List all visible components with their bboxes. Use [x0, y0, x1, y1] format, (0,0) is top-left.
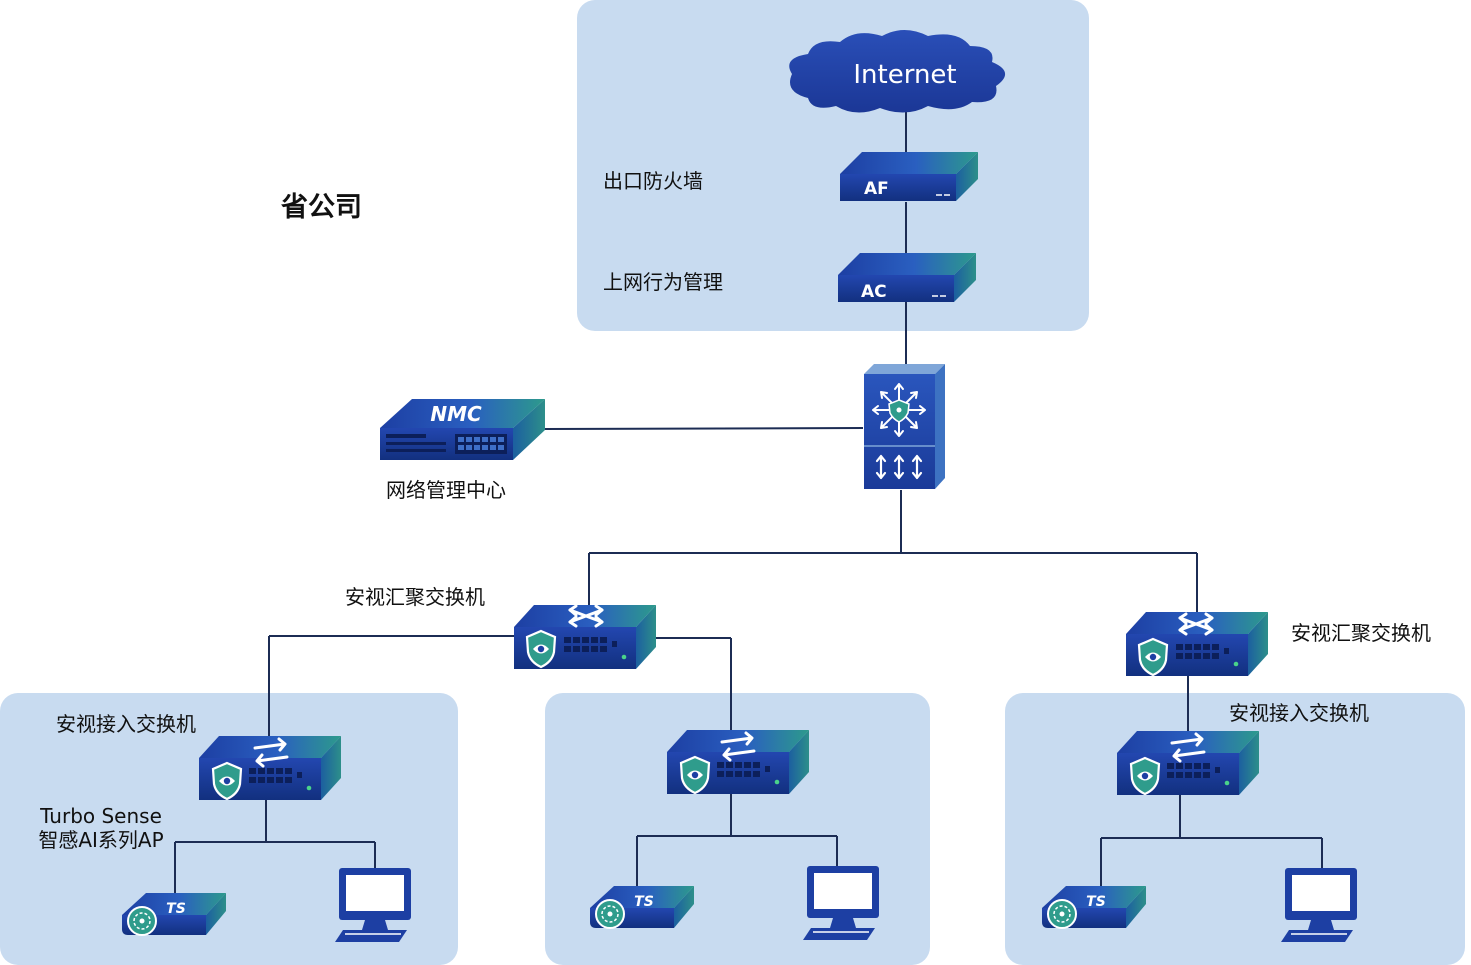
- access-switch-middle-icon: [667, 730, 809, 795]
- firewall-label: 出口防火墙: [603, 169, 703, 193]
- internet-label: Internet: [853, 60, 956, 90]
- ap-right-badge: TS: [1086, 894, 1106, 910]
- pc-left-icon: [334, 867, 412, 943]
- diagram-title: 省公司: [281, 192, 362, 223]
- aggregation-switch-left-icon: [514, 604, 656, 669]
- ap-middle-badge: TS: [634, 894, 654, 910]
- access-switch-right-label: 安视接入交换机: [1229, 701, 1369, 725]
- behavior-management-badge: AC: [861, 282, 887, 302]
- pc-right-icon: [1280, 867, 1358, 943]
- connection-lines: [174, 108, 1323, 893]
- aggregation-switch-left-label: 安视汇聚交换机: [345, 585, 485, 609]
- nmc-badge: NMC: [430, 402, 482, 426]
- behavior-management-label: 上网行为管理: [603, 270, 723, 294]
- access-switch-left-icon: [199, 736, 341, 801]
- firewall-badge: AF: [864, 179, 889, 199]
- aggregation-switch-right-icon: [1126, 612, 1268, 677]
- nmc-device-icon: [380, 399, 545, 460]
- core-switch-icon: [864, 364, 945, 489]
- behavior-management-device-icon: [838, 253, 976, 302]
- ap-label-line2: 智感AI系列AP: [38, 828, 164, 852]
- firewall-device-icon: [840, 152, 978, 201]
- access-switch-left-label: 安视接入交换机: [56, 712, 196, 736]
- ap-left-badge: TS: [166, 901, 186, 917]
- ap-label-line1: Turbo Sense: [40, 804, 162, 828]
- aggregation-switch-right-label: 安视汇聚交换机: [1291, 621, 1431, 645]
- nmc-label: 网络管理中心: [386, 478, 506, 502]
- internet-cloud-icon: [789, 30, 1006, 113]
- pc-middle-icon: [802, 865, 880, 941]
- access-switch-right-icon: [1117, 731, 1259, 796]
